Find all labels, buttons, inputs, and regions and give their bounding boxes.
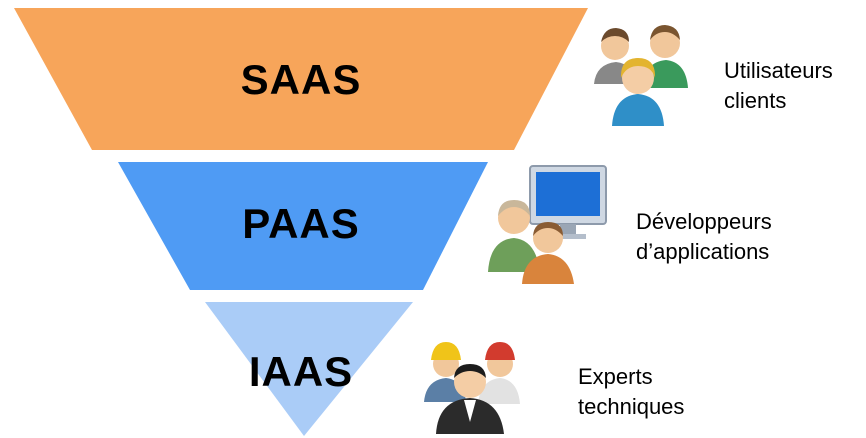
iaas-role-line-1: Experts (578, 364, 653, 389)
saas-layer-shape (14, 8, 588, 150)
developers-computer-icon (488, 165, 607, 284)
iaas-label: IAAS (248, 348, 354, 395)
monitor (529, 165, 607, 239)
technical-experts-icon (424, 342, 520, 434)
paas-role-line-2: d’applications (636, 239, 770, 264)
paas-label: PAAS (242, 200, 360, 247)
saas-role-line-2: clients (724, 88, 787, 113)
saas-role-line-1: Utilisateurs (724, 58, 833, 83)
iaas-role-line-2: techniques (578, 394, 685, 419)
worker-right-figure (478, 342, 520, 404)
developer-back-figure (488, 200, 540, 272)
expert-front-figure (436, 364, 504, 434)
user-group-icon (594, 25, 688, 126)
iaas-layer-shape (205, 302, 413, 436)
saas-role: Utilisateurs clients (724, 56, 833, 116)
paas-role-line-1: Développeurs (636, 209, 772, 234)
iaas-role: Experts techniques (578, 362, 684, 422)
saas-label: SAAS (240, 56, 362, 103)
developer-front-figure (522, 222, 574, 284)
user-front-figure (612, 58, 664, 126)
paas-role: Développeurs d’applications (636, 207, 772, 267)
paas-layer-shape (118, 162, 488, 290)
